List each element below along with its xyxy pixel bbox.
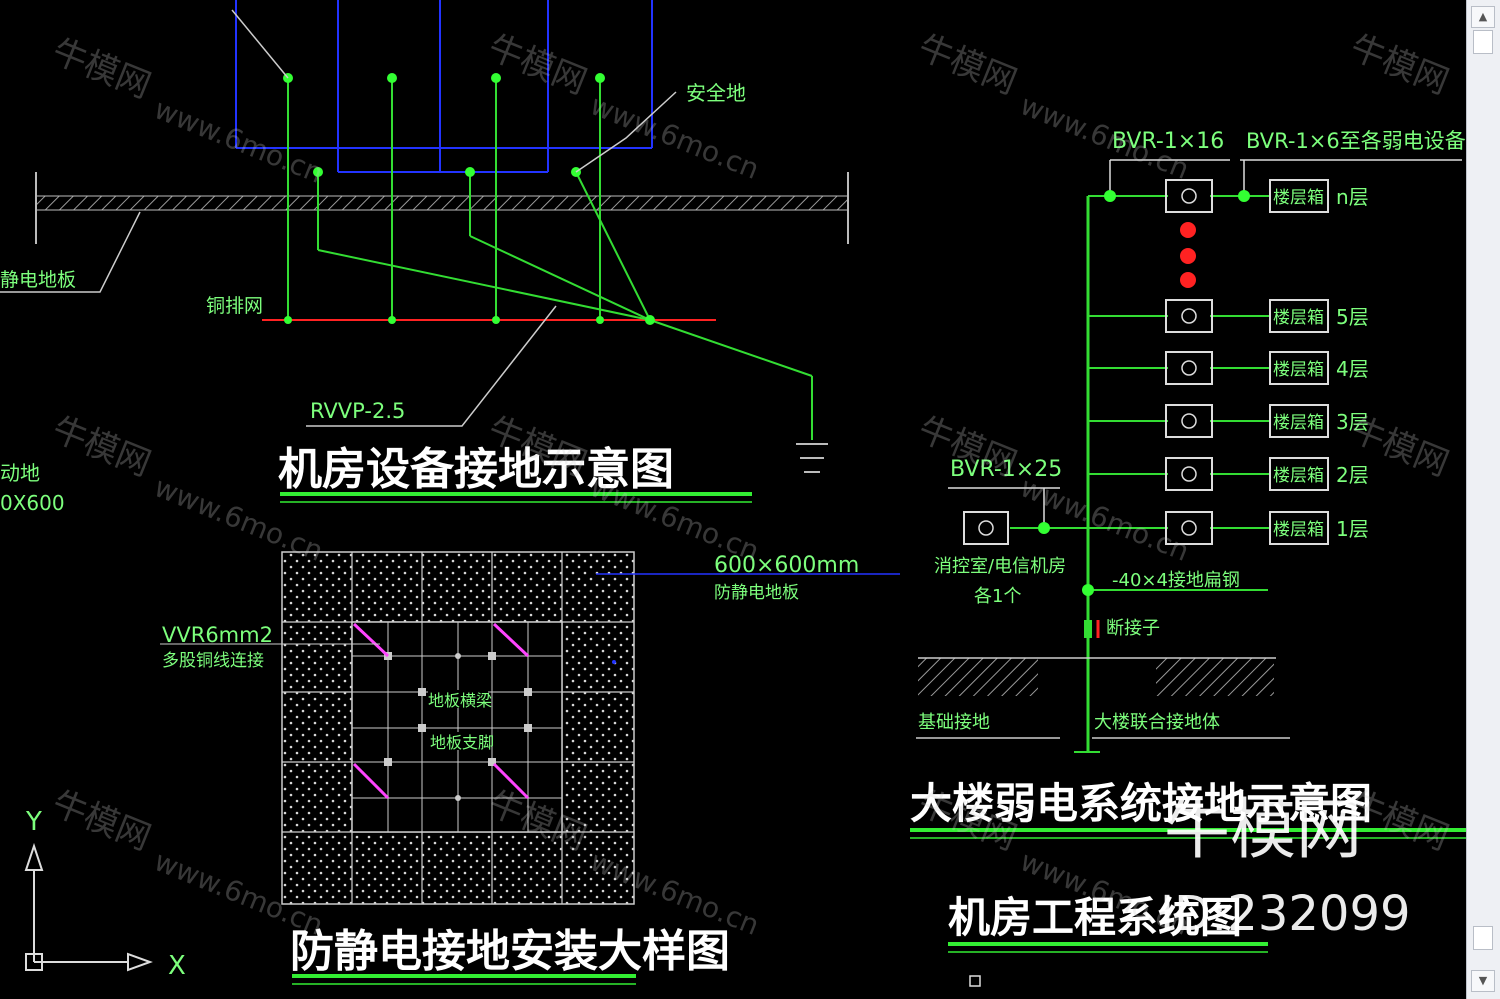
floor-level-label: 4层 [1336, 357, 1369, 381]
floor-device-box [1165, 511, 1213, 545]
floor-device-box [1165, 457, 1213, 491]
breaker-label: 断接子 [1106, 618, 1160, 639]
floor-box-label: 楼层箱 [1273, 413, 1324, 433]
watermark-brand: 牛模网 [47, 783, 157, 858]
room-count-label: 各1个 [974, 586, 1021, 607]
device-icon [1181, 520, 1197, 536]
ucs-axis-icon [24, 842, 153, 972]
floor-box [1269, 299, 1329, 333]
scroll-up-button[interactable]: ▲ [1471, 6, 1495, 28]
vertical-scrollbar[interactable]: ▲ ▼ [1466, 0, 1500, 999]
floor-box [1269, 511, 1329, 545]
scroll-thumb-top[interactable] [1473, 30, 1493, 54]
bvr6-label: BVR-1×6至各弱电设备箱 [1246, 129, 1487, 153]
watermark-brand: 牛模网 [47, 31, 157, 106]
floor-support-label: 地板支脚 [430, 733, 494, 752]
building-grounding-diagram: BVR-1×16 BVR-1×6至各弱电设备箱 BVR-1×25 消控室/电信机… [910, 129, 1487, 987]
floor-box [1269, 404, 1329, 438]
floor-box-label: 楼层箱 [1273, 188, 1324, 208]
floor-level-label: 3层 [1336, 410, 1369, 434]
continuation-dots [1180, 222, 1196, 288]
vvr-note-label: 多股铜线连接 [162, 651, 264, 671]
room-device-icon [978, 520, 994, 536]
room-label: 消控室/电信机房 [934, 556, 1066, 577]
watermark-brand-large: 牛模网 [1164, 791, 1362, 868]
project-system-title: 机房工程系统图 [948, 893, 1242, 942]
floor-box-label: 楼层箱 [1273, 466, 1324, 486]
floor-level-label: n层 [1336, 185, 1369, 209]
watermark-brand: 牛模网 [47, 409, 157, 484]
antistatic-title: 防静电接地安装大样图 [290, 926, 730, 977]
watermark-id: ID:232099 [1160, 886, 1411, 942]
watermark-site: www.6mo.cn [150, 92, 328, 190]
watermark-site: www.6mo.cn [1016, 470, 1194, 568]
vvr-label: VVR6mm2 [162, 623, 273, 647]
antistatic-floor-detail: 地板横梁 地板支脚 600×600mm 防静电地板 VVR6mm2 多股铜线连接… [160, 551, 900, 985]
room-device-box [963, 511, 1009, 545]
floor-box [1269, 179, 1329, 213]
watermark-brand: 牛模网 [1345, 27, 1455, 102]
scroll-thumb-bottom[interactable] [1473, 926, 1493, 950]
steel-label: -40×4接地扁钢 [1112, 570, 1240, 591]
floor-beam-label: 地板横梁 [428, 691, 492, 710]
floor-level-label: 1层 [1336, 517, 1369, 541]
floor-box-label: 楼层箱 [1273, 520, 1324, 540]
ground-left-size: 0X600 [0, 491, 65, 515]
antistatic-floor-label: 静电地板 [0, 269, 76, 291]
floor-box-label: 楼层箱 [1273, 308, 1324, 328]
ground-left-label: 动地 [0, 461, 40, 485]
device-icon [1181, 466, 1197, 482]
axis-x-label: X [168, 951, 186, 981]
watermark-brand: 牛模网 [483, 27, 593, 102]
equipment-grounding-title: 机房设备接地示意图 [278, 444, 674, 495]
safety-ground-label: 安全地 [686, 81, 746, 105]
rvvp-label: RVVP-2.5 [310, 399, 405, 423]
tile-note-label: 防静电地板 [714, 583, 799, 603]
device-icon [1181, 413, 1197, 429]
floor-level-label: 5层 [1336, 305, 1369, 329]
floor-box-label: 楼层箱 [1273, 360, 1324, 380]
watermark-brand: 牛模网 [913, 27, 1023, 102]
floor-device-box [1165, 404, 1213, 438]
building-ground-label: 大楼联合接地体 [1094, 712, 1220, 733]
floor-device-box [1165, 299, 1213, 333]
floor-box [1269, 351, 1329, 385]
device-icon [1181, 188, 1197, 204]
axis-y-label: Y [25, 807, 42, 837]
copper-mesh-label: 铜排网 [206, 295, 263, 317]
building-grounding-title: 大楼弱电系统接地示意图 [910, 779, 1372, 828]
device-icon [1181, 360, 1197, 376]
tile-size-label: 600×600mm [714, 553, 859, 578]
device-icon [1181, 308, 1197, 324]
foundation-ground-label: 基础接地 [918, 712, 990, 733]
floor-level-label: 2层 [1336, 463, 1369, 487]
floor-device-box [1165, 351, 1213, 385]
floor-box [1269, 457, 1329, 491]
scroll-down-button[interactable]: ▼ [1471, 970, 1495, 992]
floor-device-box [1165, 179, 1213, 213]
bvr25-label: BVR-1×25 [950, 457, 1062, 482]
equipment-grounding-diagram: 安全地 静电地板 铜排网 RVVP-2.5 动地 0X600 机房设备接地示意图 [0, 0, 849, 515]
bvr16-label: BVR-1×16 [1112, 129, 1224, 154]
